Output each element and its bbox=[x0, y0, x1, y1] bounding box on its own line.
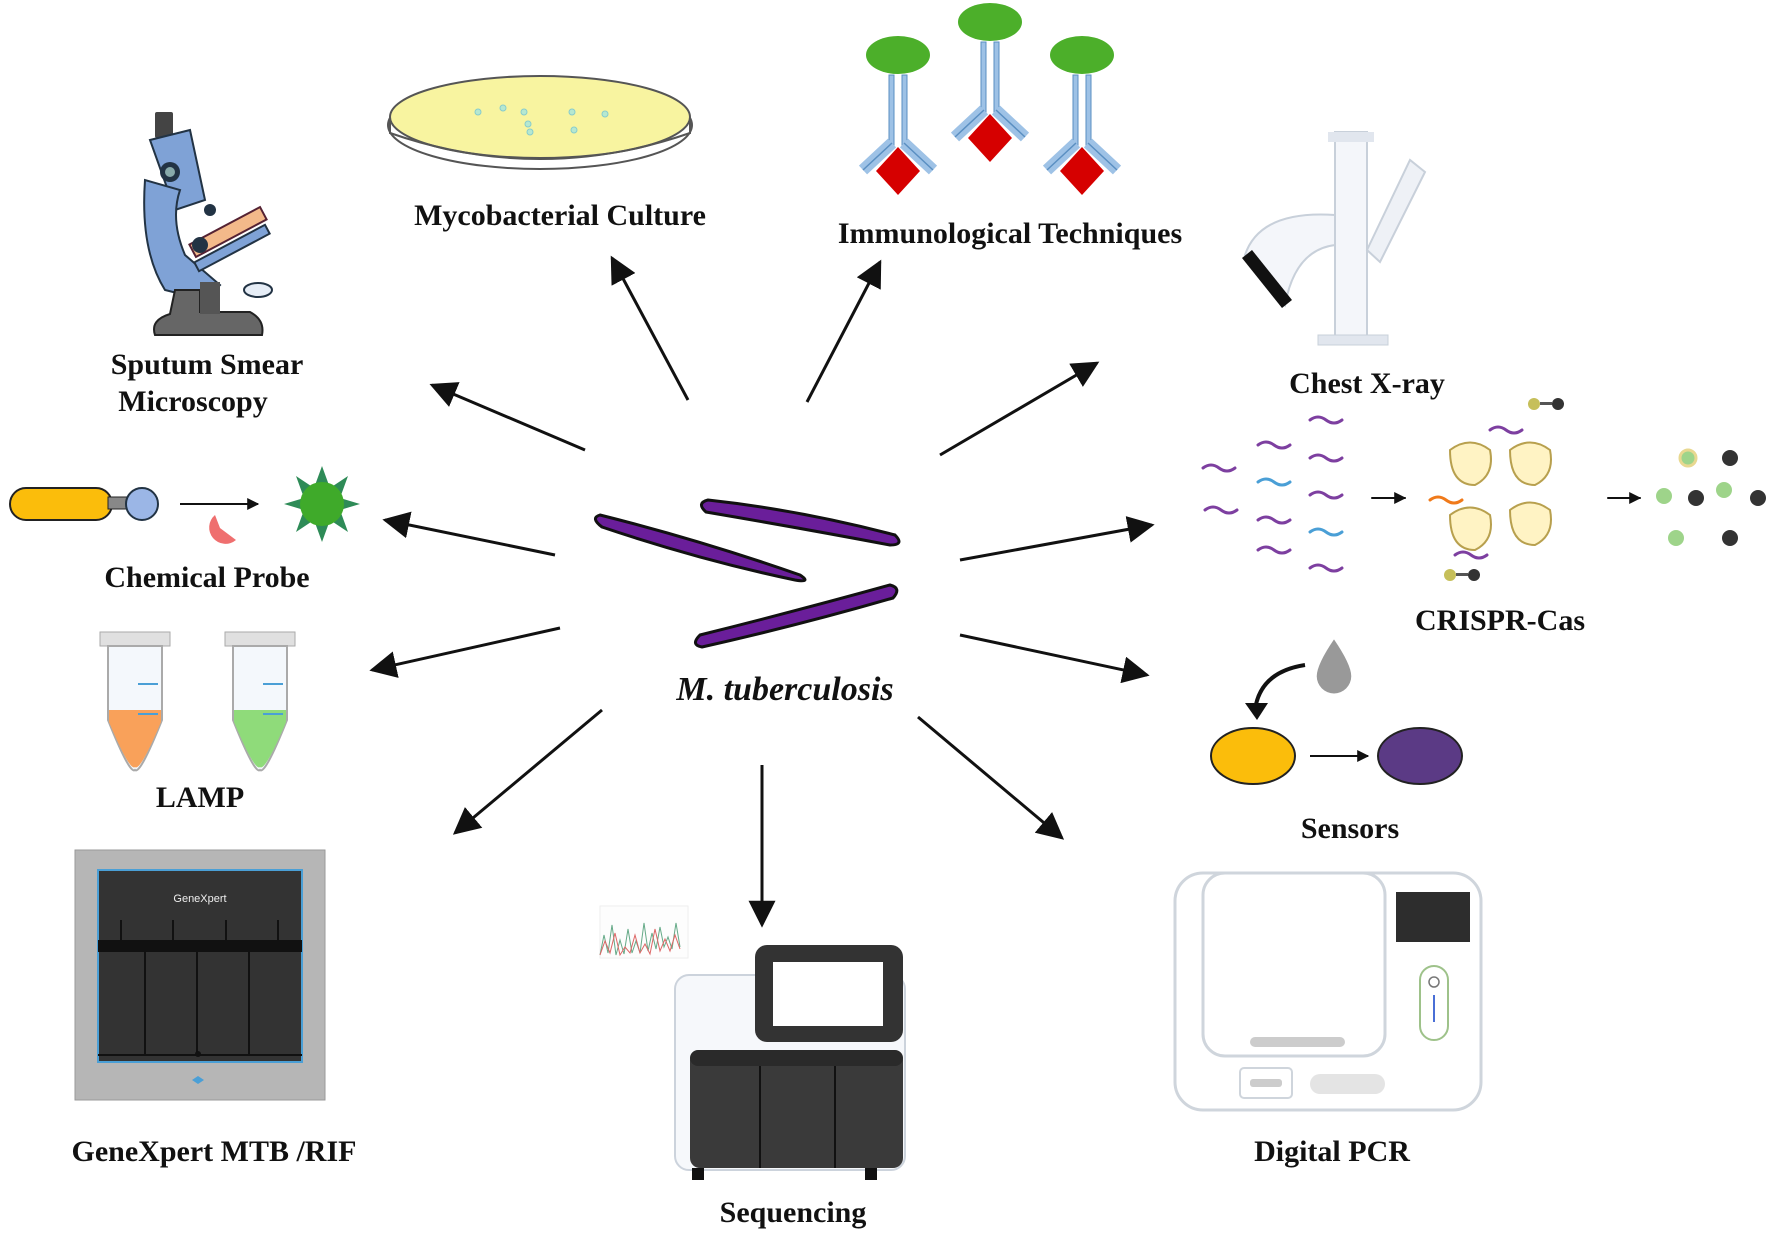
lamp-tubes-icon bbox=[99, 631, 296, 772]
label-genexpert: GeneXpert MTB /RIF bbox=[72, 1135, 357, 1168]
arrow-to-crispr bbox=[959, 516, 1155, 562]
sequencer-icon bbox=[599, 905, 906, 1180]
svg-text:Sputum Smear: Sputum Smear bbox=[111, 348, 304, 381]
connector-arrows bbox=[369, 255, 1155, 928]
antibody-icon bbox=[858, 36, 938, 195]
genexpert-instrument-icon: GeneXpert bbox=[74, 849, 326, 1101]
label-culture: Mycobacterial Culture bbox=[414, 199, 706, 232]
arrow-to-sensors bbox=[959, 633, 1150, 684]
xray-machine-icon bbox=[1242, 131, 1427, 346]
arrow-to-lamp bbox=[369, 626, 561, 678]
arrow-to-probe bbox=[382, 511, 556, 557]
lamp-tube-green bbox=[224, 631, 296, 772]
crispr-icon bbox=[1201, 398, 1766, 581]
label-dpcr: Digital PCR bbox=[1254, 1135, 1410, 1168]
antibody-icon bbox=[1042, 36, 1122, 195]
label-crispr: CRISPR-Cas bbox=[1415, 604, 1585, 637]
chromatogram-icon bbox=[599, 905, 689, 959]
arrow-to-dpcr bbox=[917, 715, 1065, 840]
sensor-icon bbox=[1210, 639, 1463, 785]
petri-dish-icon bbox=[387, 75, 693, 170]
svg-text:Microscopy: Microscopy bbox=[118, 385, 267, 418]
label-lamp: LAMP bbox=[156, 781, 244, 814]
arrow-to-immuno bbox=[805, 259, 882, 403]
arrow-to-culture bbox=[610, 255, 690, 401]
label-probe: Chemical Probe bbox=[104, 561, 309, 594]
label-immuno: Immunological Techniques bbox=[838, 217, 1182, 250]
arrow-to-xray bbox=[939, 361, 1100, 457]
label-sensors: Sensors bbox=[1301, 812, 1399, 845]
center-label: M. tuberculosis bbox=[675, 671, 893, 708]
digital-pcr-instrument-icon bbox=[1173, 871, 1483, 1112]
label-sequencing: Sequencing bbox=[720, 1196, 867, 1229]
genexpert-screen-text: GeneXpert bbox=[173, 893, 226, 905]
antibody-icon-group bbox=[858, 3, 1122, 195]
microscope-icon bbox=[143, 112, 273, 336]
label-xray: Chest X-ray bbox=[1289, 367, 1445, 400]
arrow-to-genexpert bbox=[452, 708, 603, 835]
chemical-probe-icon bbox=[9, 466, 360, 544]
arrow-to-sputum bbox=[429, 382, 586, 452]
label-sputum: Sputum Smear Microscopy bbox=[111, 348, 304, 418]
antibody-icon bbox=[950, 3, 1030, 162]
mtb-bacteria-illustration bbox=[594, 498, 901, 649]
lamp-tube-orange bbox=[99, 631, 171, 772]
